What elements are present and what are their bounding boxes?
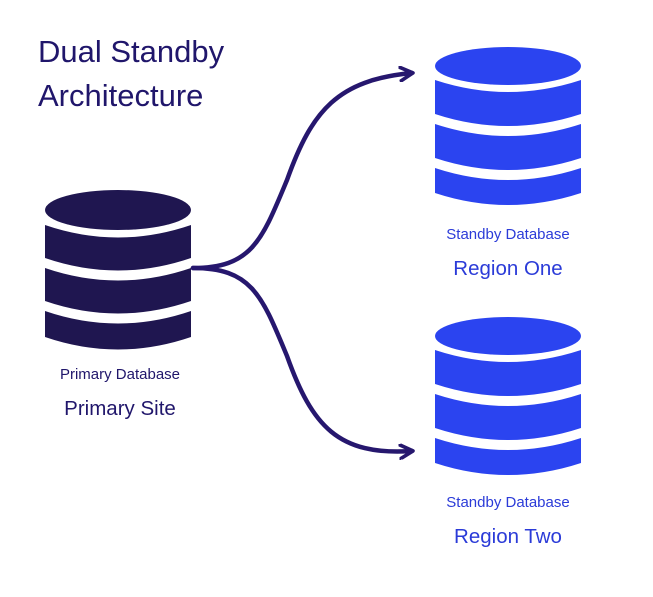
diagram-title: Dual Standby Architecture xyxy=(38,30,298,118)
region-two-label: Standby Database Region Two xyxy=(408,494,608,550)
title-line-1: Dual Standby xyxy=(38,34,225,69)
primary-site-name: Primary Site xyxy=(64,397,176,420)
standby-database-icon-region-one xyxy=(435,47,581,205)
arrow-to-region-two xyxy=(190,265,412,452)
title-line-2: Architecture xyxy=(38,78,204,113)
arrow-to-region-one xyxy=(190,73,412,271)
primary-database-subtitle: Primary Database xyxy=(59,366,181,383)
region-two-subtitle: Standby Database xyxy=(446,494,570,511)
region-one-name: Region One xyxy=(453,257,563,280)
primary-database-icon xyxy=(45,190,191,350)
region-one-subtitle: Standby Database xyxy=(446,226,570,243)
primary-site-label: Primary Database Primary Site xyxy=(20,366,220,422)
region-two-name: Region Two xyxy=(454,525,562,548)
region-one-label: Standby Database Region One xyxy=(408,226,608,282)
standby-database-icon-region-two xyxy=(435,317,581,475)
